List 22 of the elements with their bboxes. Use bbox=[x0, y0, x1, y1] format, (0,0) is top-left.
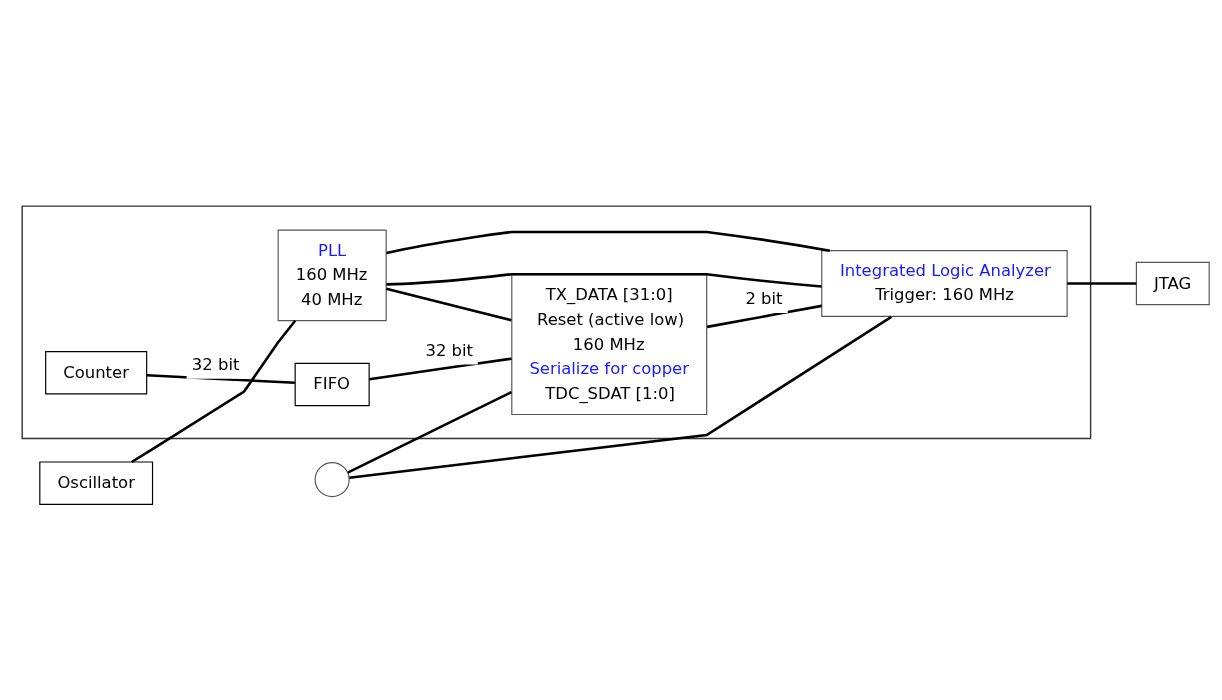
node-box: Counter bbox=[45, 350, 148, 395]
node-box: FIFO bbox=[294, 362, 370, 406]
connector bbox=[347, 390, 513, 474]
connector bbox=[386, 286, 512, 321]
node-box: JTAG bbox=[1135, 261, 1210, 305]
edge-label: 32 bit bbox=[425, 340, 474, 360]
node-circle bbox=[314, 461, 350, 497]
connector bbox=[349, 315, 893, 479]
connector bbox=[706, 304, 822, 328]
connector bbox=[386, 230, 831, 254]
connector bbox=[146, 373, 295, 384]
node-box: TX_DATA [31:0] Reset (active low) 160 MHz Serialize for copper TDC_SDAT [1:0] bbox=[511, 273, 708, 415]
edge-label: 32 bit bbox=[191, 354, 240, 374]
connector bbox=[386, 272, 822, 288]
connector bbox=[1067, 281, 1137, 285]
cluster bbox=[21, 204, 1092, 439]
edge-label: 2 bit bbox=[745, 288, 783, 308]
node-box: PLL 160 MHz 40 MHz bbox=[277, 229, 387, 321]
connector bbox=[131, 319, 297, 463]
node-box: Oscillator bbox=[39, 460, 154, 505]
connector bbox=[369, 356, 512, 381]
node-box: Integrated Logic Analyzer Trigger: 160 MHz bbox=[821, 249, 1068, 317]
